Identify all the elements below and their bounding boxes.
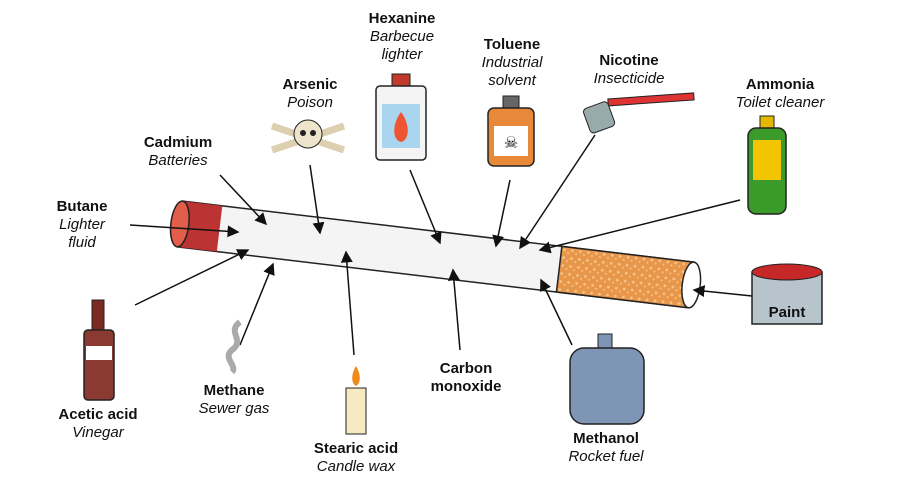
chemical-use: Vinegar [72,424,124,441]
gas-cylinder-icon [569,333,645,425]
smoke-icon [225,319,243,375]
label-carbon-monoxide: Carbon monoxide [421,360,511,396]
chemical-use: Insecticide [593,70,665,87]
label-paint: Paint [769,304,806,322]
vinegar-bottle-icon [83,299,115,401]
chemical-use: Candle wax [316,458,396,475]
chemical-name: Ammonia [745,76,815,93]
chemical-name: Cadmium [143,134,213,151]
insecticide-sprayer-icon [583,92,695,134]
chemical-name: Hexanine [368,10,436,27]
lighter-fluid-bottle-icon [375,73,427,161]
solvent-bottle-icon: ☠ [487,95,535,167]
ammonia-bottle-icon [747,115,787,215]
chemical-name: Acetic acid [58,406,138,423]
chemical-name: Nicotine [599,52,659,69]
chemical-use: Poison [287,94,333,111]
chemical-use: Toilet cleaner [735,94,825,111]
chemical-use: Rocket fuel [568,448,644,465]
chemical-name: Paint [768,304,806,321]
chemical-use: Industrial solvent [481,54,543,89]
svg-text:☠: ☠ [504,135,518,152]
paint-can-icon [751,263,823,325]
chemical-name: Butane [56,198,108,215]
arrows [129,134,753,356]
cigarette-filter [555,245,695,309]
chemical-use: Sewer gas [198,400,270,417]
chemical-name: Stearic acid [313,440,399,457]
chemical-use: Batteries [148,152,208,169]
chemical-name: Methane [203,382,265,399]
chemical-name: Toluene [483,36,541,53]
skull-crossbones-icon [270,119,346,154]
candle-icon [345,366,367,435]
chemical-use: Barbecue lighter [369,28,435,63]
chemical-name: Carbon monoxide [430,360,502,395]
chemical-name: Arsenic [282,76,338,93]
chemical-name: Methanol [573,430,639,447]
cigarette [169,200,702,309]
chemical-use: Lighter fluid [59,216,105,251]
